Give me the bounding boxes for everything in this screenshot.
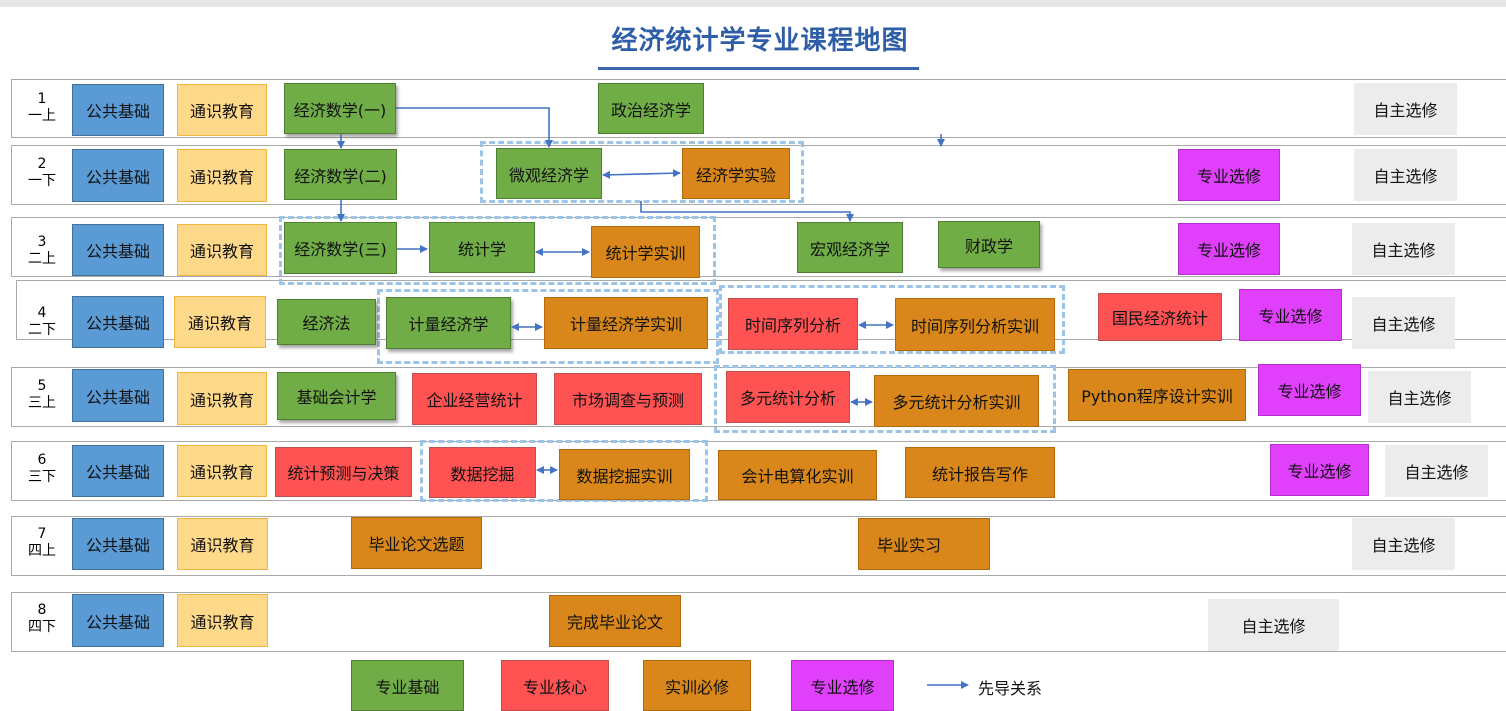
legend-elective: 专业选修	[791, 660, 894, 711]
course-python-lab: Python程序设计实训	[1068, 369, 1246, 421]
course-economic-law: 经济法	[277, 299, 376, 345]
free-elective-3: 自主选修	[1352, 223, 1455, 275]
course-thesis-topic: 毕业论文选题	[351, 517, 482, 569]
course-time-series-lab: 时间序列分析实训	[895, 298, 1055, 351]
free-elective-2: 自主选修	[1354, 149, 1457, 201]
legend-practice: 实训必修	[643, 660, 751, 711]
course-econ-math-3: 经济数学(三)	[284, 222, 397, 274]
course-data-mining: 数据挖掘	[429, 447, 536, 498]
legend-base: 专业基础	[351, 660, 464, 711]
course-complete-thesis: 完成毕业论文	[549, 595, 681, 647]
legend-core: 专业核心	[501, 660, 609, 711]
public-course-6: 公共基础	[72, 445, 164, 497]
group-data-mining	[420, 440, 708, 502]
group-math3-stats	[279, 216, 716, 285]
general-course-8: 通识教育	[177, 594, 268, 647]
general-course-2: 通识教育	[177, 149, 267, 202]
course-graduation-internship: 毕业实习	[858, 518, 990, 570]
course-macroeconomics: 宏观经济学	[797, 222, 903, 273]
public-course-2: 公共基础	[72, 149, 164, 202]
free-elective-6: 自主选修	[1385, 445, 1488, 497]
public-course-4: 公共基础	[72, 296, 164, 348]
course-econ-math-1: 经济数学(一)	[284, 83, 396, 134]
course-public-finance: 财政学	[938, 221, 1040, 268]
major-elective-2: 专业选修	[1178, 149, 1280, 201]
course-data-mining-lab: 数据挖掘实训	[559, 449, 690, 500]
group-timeseries	[719, 285, 1065, 354]
course-econ-lab: 经济学实验	[682, 148, 790, 199]
general-course-7: 通识教育	[177, 518, 268, 570]
public-course-5: 公共基础	[72, 369, 164, 422]
course-microeconomics: 微观经济学	[496, 148, 602, 199]
major-elective-5: 专业选修	[1258, 364, 1361, 416]
title-underline	[598, 67, 919, 70]
course-statistics: 统计学	[429, 222, 535, 273]
group-multivariate	[714, 365, 1056, 433]
public-course-8: 公共基础	[72, 594, 164, 647]
general-course-4: 通识教育	[174, 296, 266, 348]
course-national-economic-statistics: 国民经济统计	[1098, 293, 1222, 341]
course-statistical-report-writing: 统计报告写作	[905, 447, 1055, 498]
course-statistics-lab: 统计学实训	[591, 226, 700, 278]
major-elective-6: 专业选修	[1270, 444, 1369, 496]
course-econometrics: 计量经济学	[386, 297, 511, 349]
group-econometrics	[377, 289, 719, 364]
course-forecast-decision: 统计预测与决策	[275, 447, 412, 497]
public-course-7: 公共基础	[72, 518, 164, 570]
course-political-economy: 政治经济学	[598, 83, 704, 134]
general-course-3: 通识教育	[177, 224, 267, 276]
course-multivariate-analysis: 多元统计分析	[726, 371, 850, 423]
major-elective-4: 专业选修	[1239, 289, 1342, 341]
free-elective-1: 自主选修	[1354, 83, 1457, 135]
course-business-statistics: 企业经营统计	[412, 373, 537, 425]
course-market-survey: 市场调查与预测	[554, 373, 702, 425]
free-elective-5: 自主选修	[1368, 371, 1471, 423]
free-elective-7: 自主选修	[1352, 518, 1455, 570]
public-course-1: 公共基础	[72, 84, 164, 136]
top-border	[0, 0, 1506, 7]
course-econ-math-2: 经济数学(二)	[284, 149, 397, 200]
course-basic-accounting: 基础会计学	[277, 372, 396, 420]
course-econometrics-lab: 计量经济学实训	[544, 297, 708, 349]
general-course-1: 通识教育	[177, 84, 267, 136]
legend-prereq-label: 先导关系	[978, 679, 1043, 698]
page-title: 经济统计学专业课程地图	[611, 26, 909, 56]
course-accounting-computerization-lab: 会计电算化实训	[718, 450, 877, 500]
public-course-3: 公共基础	[72, 224, 164, 276]
course-time-series: 时间序列分析	[728, 298, 858, 350]
course-multivariate-lab: 多元统计分析实训	[874, 375, 1039, 427]
free-elective-4: 自主选修	[1352, 297, 1455, 349]
general-course-5: 通识教育	[177, 372, 267, 425]
free-elective-8: 自主选修	[1208, 599, 1339, 651]
general-course-6: 通识教育	[177, 445, 267, 497]
major-elective-3: 专业选修	[1178, 223, 1280, 275]
